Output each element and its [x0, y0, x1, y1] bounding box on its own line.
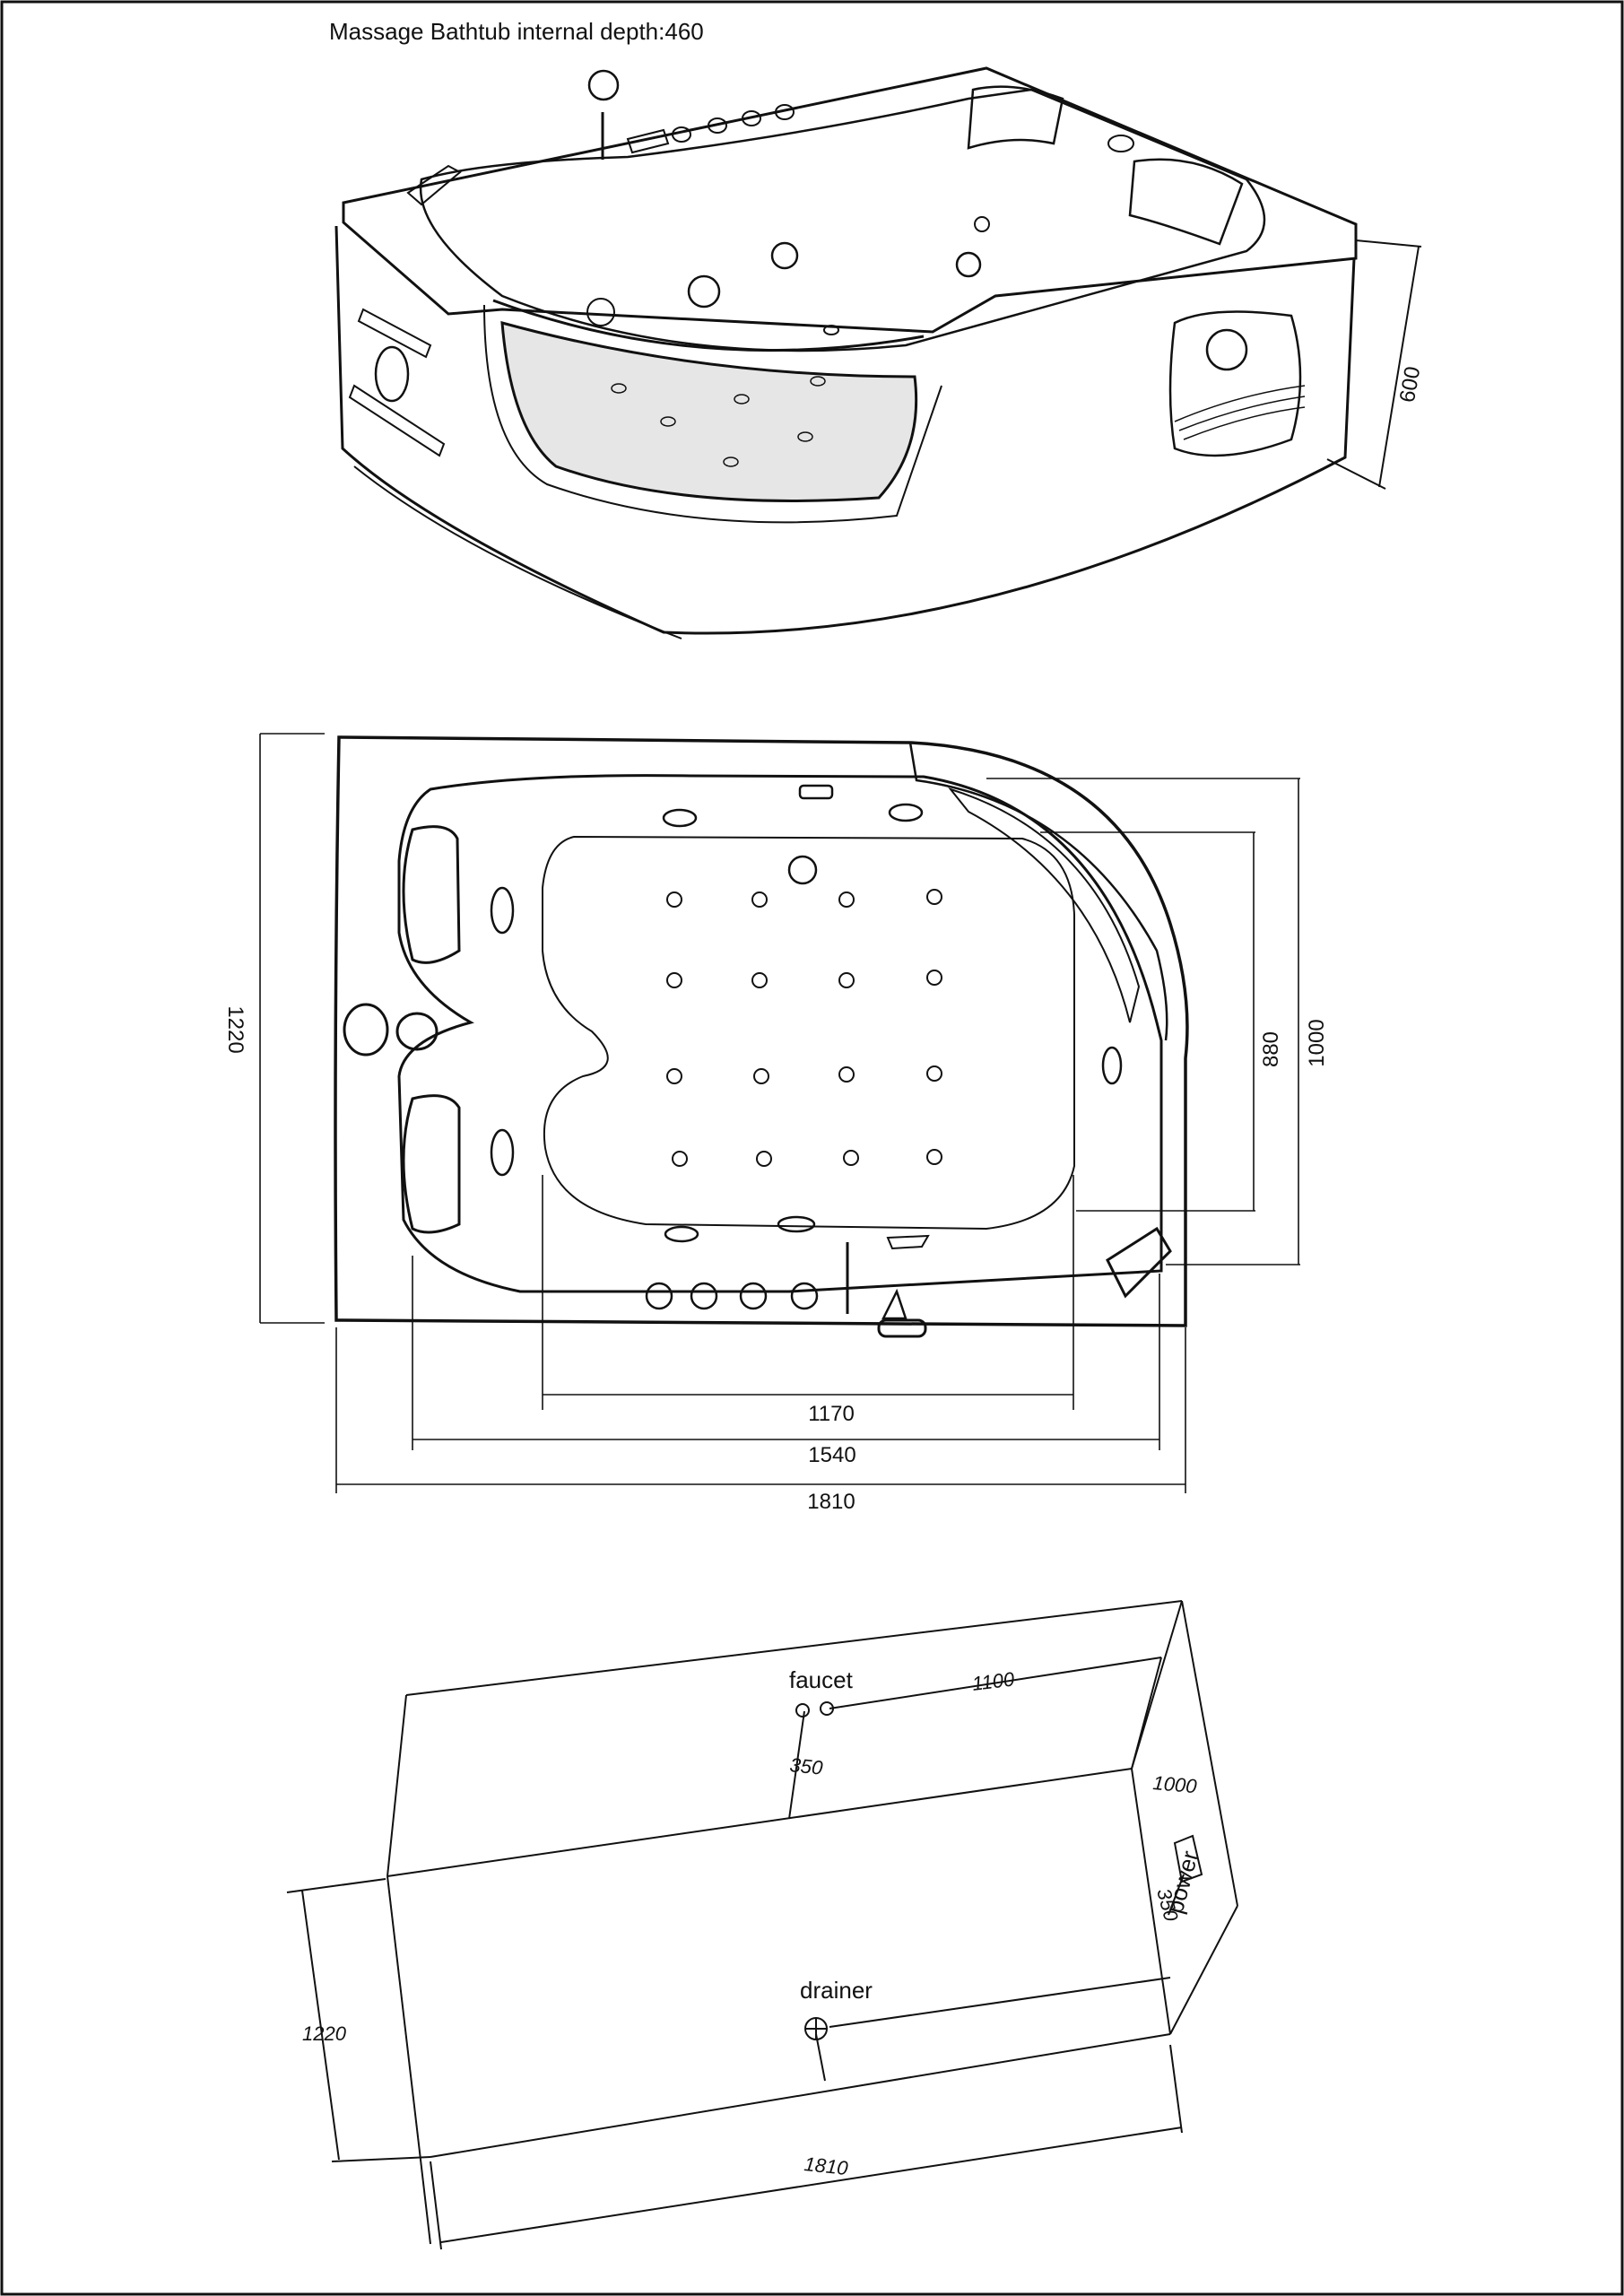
dim-1810-floor: 1810 [803, 2152, 849, 2179]
drainer-symbol [804, 2017, 828, 2040]
window-panel [500, 320, 918, 502]
height-dimension-600 [1326, 239, 1422, 490]
drainer-label: drainer [800, 1977, 873, 2004]
dim-600: 600 [1395, 365, 1426, 404]
dim-1170: 1170 [808, 1402, 855, 1426]
top-view-dimensions [259, 733, 1300, 1493]
faucet-label: faucet [789, 1666, 854, 1693]
dim-1000: 1000 [1305, 1019, 1329, 1066]
dim-1540: 1540 [808, 1443, 855, 1467]
faucet-hole-right [820, 1701, 834, 1716]
dim-1100: 1100 [971, 1667, 1017, 1695]
top-view [334, 735, 1189, 1338]
dim-1220-top: 1220 [223, 1005, 248, 1053]
dim-1220-floor: 1220 [302, 2022, 347, 2045]
faucet-hole-left [795, 1703, 810, 1718]
drawing-title: Massage Bathtub internal depth:460 [329, 18, 704, 45]
jet-grid [666, 889, 942, 1167]
installation-view [286, 1600, 1238, 2250]
dim-350-faucet: 350 [788, 1753, 824, 1779]
dim-1810-top: 1810 [807, 1490, 855, 1514]
dim-880: 880 [1259, 1031, 1283, 1067]
dim-1000-side: 1000 [1152, 1771, 1199, 1797]
perspective-view [334, 66, 1358, 639]
